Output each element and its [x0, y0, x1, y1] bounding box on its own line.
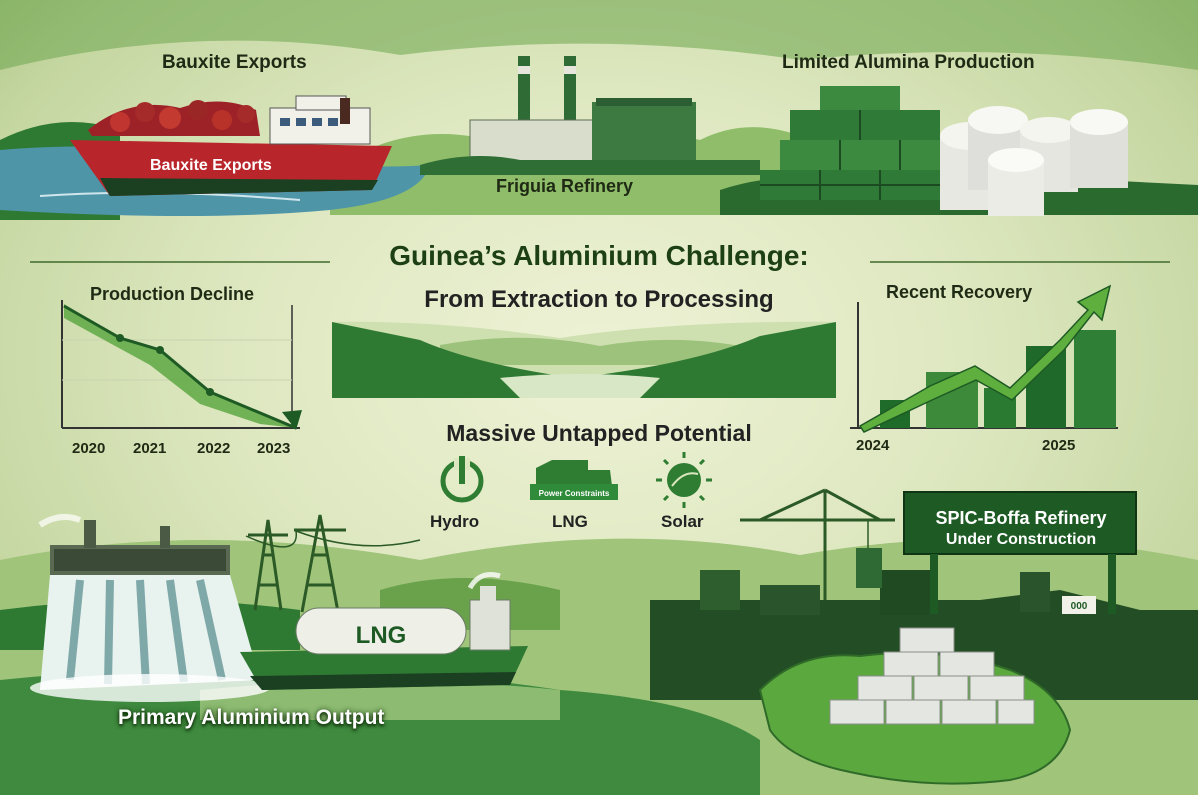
power-pylons — [245, 514, 421, 613]
ship-hull-label: Bauxite Exports — [150, 157, 272, 174]
power-constraints-label: Power Constraints — [539, 489, 610, 498]
potential-heading: Massive Untapped Potential — [446, 420, 752, 446]
recovery-tick-label: 2024 — [856, 437, 890, 454]
recovery-chart — [850, 284, 1118, 433]
decline-chart — [61, 300, 302, 430]
alumina-stock — [720, 86, 1198, 216]
bauxite-ship: Bauxite Exports — [70, 95, 392, 196]
hydro-label: Hydro — [430, 512, 480, 531]
top-band — [0, 0, 1198, 70]
recovery-chart-title: Recent Recovery — [886, 282, 1033, 302]
friguia-refinery — [420, 56, 760, 175]
lng-tank-label: LNG — [356, 622, 407, 649]
friguia-refinery-label: Friguia Refinery — [496, 176, 634, 196]
guinea-map-ingots — [758, 627, 1072, 785]
decline-tick-label: 2020 — [72, 440, 106, 457]
bauxite-exports-label: Bauxite Exports — [162, 52, 307, 73]
solar-label: Solar — [661, 512, 704, 531]
page-subtitle: From Extraction to Processing — [424, 286, 774, 313]
decline-tick-label: 2022 — [197, 440, 231, 457]
hydro-power-icon — [440, 456, 484, 503]
lng-ship: LNG — [240, 572, 528, 690]
spic-boffa-status: Under Construction — [945, 531, 1097, 548]
sun-icon — [656, 452, 712, 508]
page-title: Guinea’s Aluminium Challenge: — [389, 240, 809, 271]
spic-boffa-title: SPIC-Boffa Refinery — [935, 508, 1107, 528]
lng-label: LNG — [552, 512, 588, 531]
site-sign-code: 000 — [1071, 601, 1088, 612]
decline-chart-title: Production Decline — [90, 284, 255, 304]
power-constraints-icon: Power Constraints — [530, 460, 618, 500]
hydro-dam — [30, 513, 270, 702]
primary-output-label: Primary Aluminium Output — [118, 706, 385, 729]
decline-tick-label: 2023 — [257, 440, 291, 457]
recovery-tick-label: 2025 — [1042, 437, 1076, 454]
central-landscape — [332, 321, 836, 398]
decline-tick-label: 2021 — [133, 440, 167, 457]
alumina-production-label: Limited Alumina Production — [782, 52, 1035, 73]
